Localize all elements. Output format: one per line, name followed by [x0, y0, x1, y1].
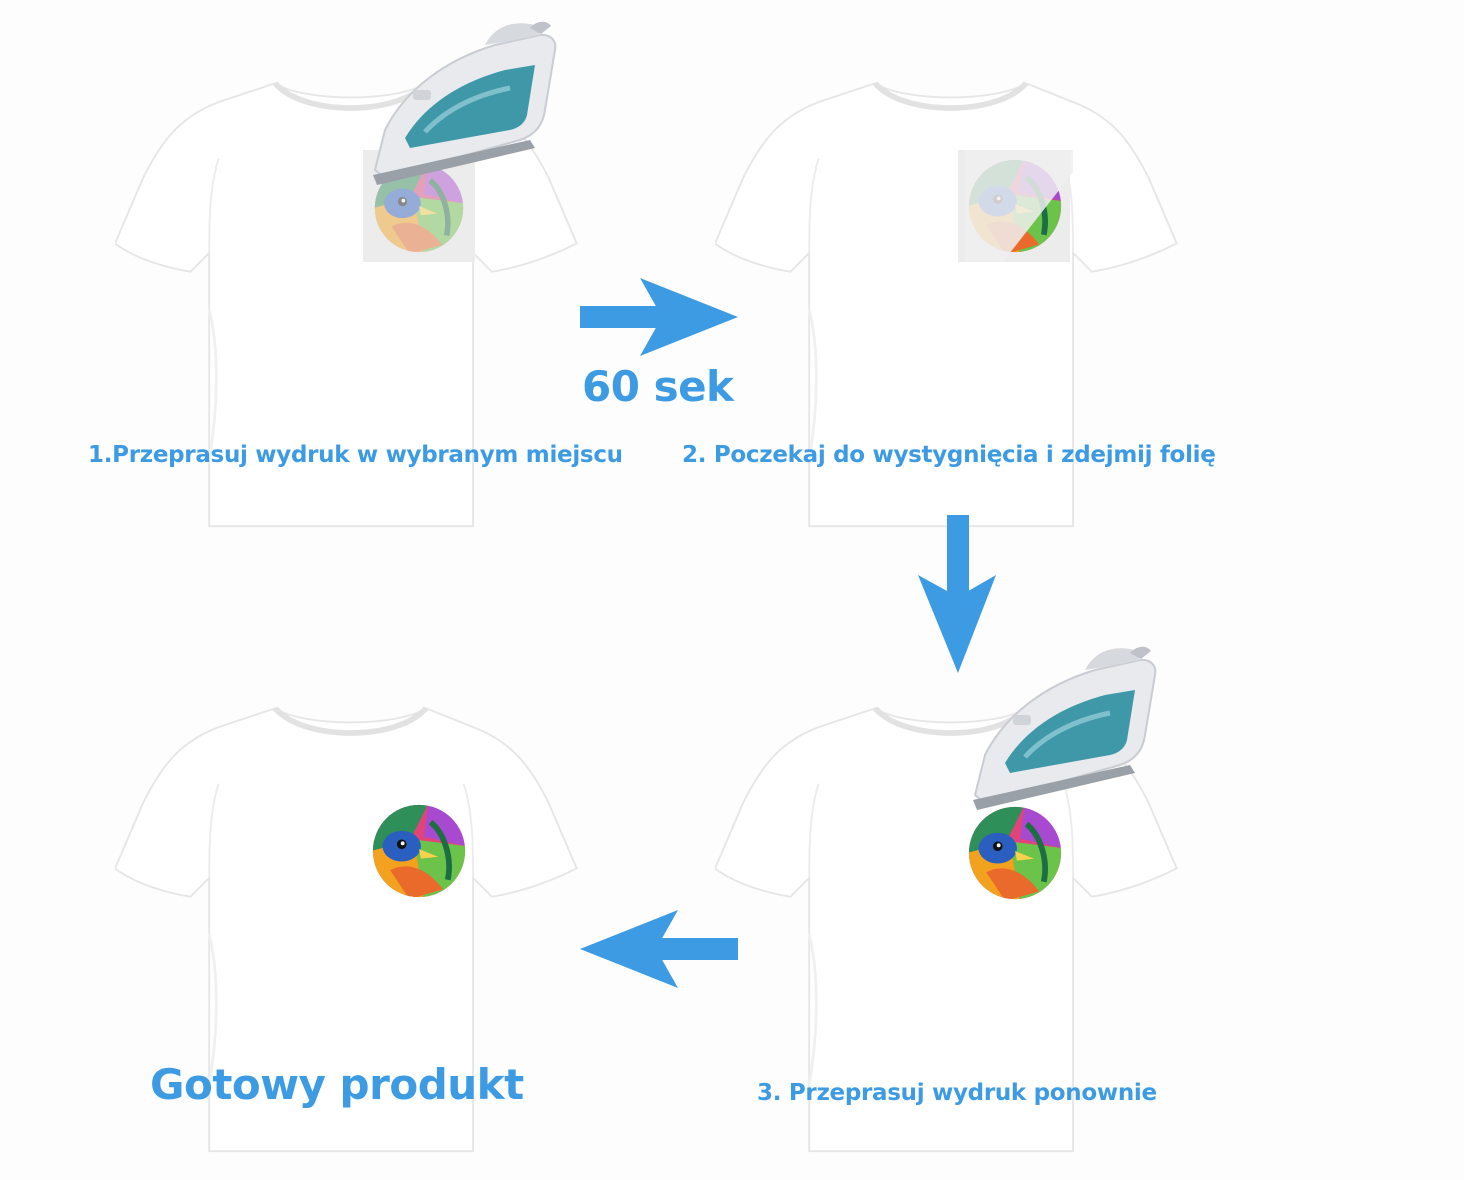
arrow-left-icon [580, 910, 738, 988]
iron-icon [965, 645, 1165, 825]
iron-icon [365, 20, 565, 200]
step-1-panel [115, 20, 635, 520]
step-2-panel [715, 20, 1235, 520]
tshirt-icon [715, 55, 1205, 545]
final-label: Gotowy produkt [150, 1060, 524, 1109]
arrow-down-icon [918, 515, 996, 673]
timer-label: 60 sek [582, 362, 734, 411]
step-3-label: 3. Przeprasuj wydruk ponownie [757, 1080, 1157, 1106]
step-1-label: 1.Przeprasuj wydruk w wybranym miejscu [88, 442, 623, 468]
bird-print-icon [371, 803, 467, 899]
step-2-label: 2. Poczekaj do wystygnięcia i zdejmij fo… [682, 442, 1216, 468]
step-3-panel [715, 645, 1235, 1145]
arrow-right-icon [580, 278, 738, 356]
